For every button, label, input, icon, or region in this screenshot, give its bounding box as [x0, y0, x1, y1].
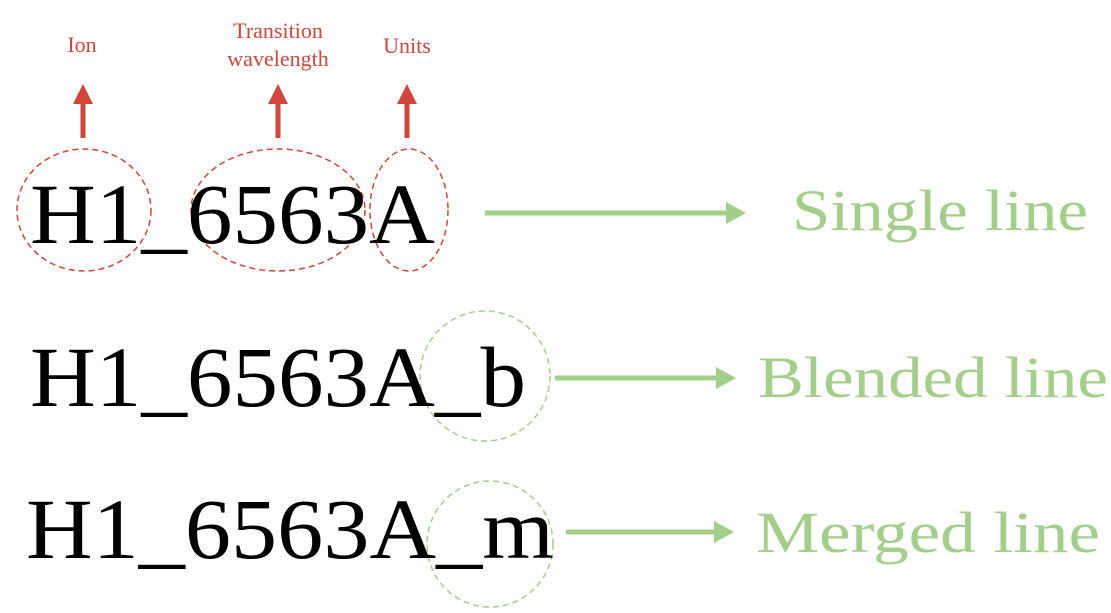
merged-line-code: H1_6563A_m — [26, 481, 554, 577]
units-label: Units — [383, 33, 431, 58]
single-line-arrow-icon — [485, 202, 746, 224]
wavelength-highlight-ellipse — [190, 148, 366, 272]
units-highlight-ellipse — [369, 148, 449, 272]
wavelength-label: wavelength — [227, 46, 328, 71]
units-arrow-icon — [397, 84, 417, 138]
blended-line-code: H1_6563A_b — [30, 329, 526, 425]
merged-line-label: Merged line — [756, 500, 1100, 565]
transition-label: Transition — [233, 18, 323, 43]
blended-line-label: Blended line — [758, 345, 1108, 410]
single-line-code: H1_6563A — [30, 166, 435, 262]
ion-arrow-icon — [73, 84, 93, 138]
ion-label: Ion — [67, 32, 96, 57]
single-line-label: Single line — [792, 178, 1088, 243]
wavelength-arrow-icon — [268, 84, 288, 138]
ion-highlight-ellipse — [16, 148, 152, 272]
blended-suffix-highlight — [419, 310, 551, 442]
merged-suffix-highlight — [426, 480, 554, 608]
merged-line-arrow-icon — [566, 521, 734, 543]
blended-line-arrow-icon — [555, 367, 736, 389]
